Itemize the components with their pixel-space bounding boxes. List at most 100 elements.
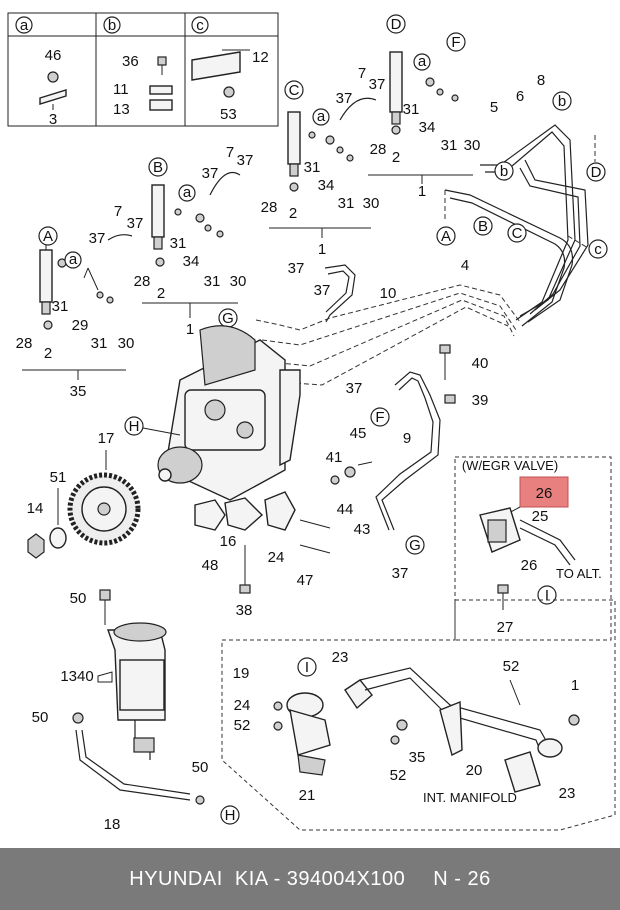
callout-40: 43 [354,521,371,538]
legend-b-part-11: 11 [113,81,129,98]
ref-marker-d-right: D [591,164,602,181]
ref-marker-h-left: H [129,418,140,435]
ref-marker-f-mid: F [375,409,384,426]
ref-marker-g-bottom: G [409,537,421,554]
footer-bar: HYUNDAI KIA - 394004X100 N - 26 [0,848,620,910]
callout-1-c: 1 [318,241,326,258]
timing-gear: 17 51 14 [27,430,141,559]
callout-30-c: 30 [363,195,380,212]
callout-28-a: 28 [16,335,33,352]
callout-17: 18 [104,816,121,833]
part-1340-label: 1340 [60,668,93,685]
callout-51-right: 52 [390,767,407,784]
callout-23: 24 [234,697,251,714]
callout-31-c: 31 [304,159,321,176]
callout-4: 4 [461,257,469,274]
legend-boxes: a b c 46 3 36 11 13 12 53 [7,12,279,128]
callout-1-b: 1 [186,321,194,338]
callout-8-c: 7 [358,65,366,82]
callout-35-a2: 37 [127,215,144,232]
legend-key-a: a [20,17,29,34]
callout-35-h1: 37 [288,260,305,277]
leak-off-hose-9: 37 9 G 37 F 40 39 [346,344,489,582]
callout-47-right: 50 [192,759,209,776]
callout-35-h2: 37 [314,282,331,299]
callout-15: 16 [220,533,237,550]
callout-38: 39 [472,392,489,409]
callout-24: 25 [532,508,549,525]
callout-29: 29 [72,317,89,334]
fuel-injection-pump: G H [124,308,301,501]
callout-51-left: 52 [234,717,251,734]
callout-42: 44 [337,501,354,518]
callout-1-d: 1 [418,183,426,200]
legend-c-part-53: 53 [220,106,237,123]
injector-group-b: B a 31 34 31 30 28 2 1 37 7 37 [134,144,254,338]
callout-35-9b: 37 [392,565,409,582]
callout-31-b2: 31 [204,273,221,290]
callout-35-9a: 37 [346,380,363,397]
callout-2-c: 2 [289,205,297,222]
callout-28-c: 28 [261,199,278,216]
to-alt-label: TO ALT. [556,566,602,581]
egr-box-title: (W/EGR VALVE) [462,458,558,473]
egr-pipe-box: I 19 23 24 52 21 52 1 35 52 20 23 INT. M… [221,599,616,831]
ref-marker-h-bottom: H [225,807,236,824]
callout-30-a: 30 [118,335,135,352]
callout-8-a: 7 [114,203,122,220]
ref-small-b-1: b [558,93,566,110]
ref-marker-c-mid: C [512,225,523,242]
ref-marker-f-top: F [451,34,460,51]
egr-valve-box: (W/EGR VALVE) 26 25 26 TO ALT. I 27 [454,456,612,641]
callout-30-d: 30 [464,137,481,154]
callout-19: 20 [466,762,483,779]
callout-31-b: 31 [170,235,187,252]
legend-c-part-12: 12 [252,49,269,66]
callout-30-b: 30 [230,273,247,290]
legend-key-c: c [196,17,204,34]
callout-35-b2: 37 [237,152,254,169]
callout-31-c2: 31 [338,195,355,212]
injector-group-a: A a 31 29 31 30 28 2 35 37 7 37 [16,203,144,400]
ref-marker-small-a2: a [183,184,192,201]
ref-marker-i-bottom: I [305,659,309,676]
ref-marker-d-top: D [391,16,402,33]
callout-28-b: 28 [134,273,151,290]
callout-2-a: 2 [44,345,52,362]
legend-key-b: b [108,17,116,34]
return-hose-10: 37 37 10 [255,260,521,386]
ref-marker-small-a1: a [69,251,78,268]
callout-28-d: 28 [370,141,387,158]
callout-45: 48 [202,557,219,574]
callout-22: 24 [268,549,285,566]
callout-14: 14 [27,500,44,517]
callout-26: 26 [536,485,553,502]
footer-ref: N - 26 [433,867,491,890]
callout-2-d: 2 [392,149,400,166]
callout-35-c: 37 [336,90,353,107]
legend-a-part-3: 3 [49,111,57,128]
callout-8-b: 7 [226,144,234,161]
callout-47-left: 50 [32,709,49,726]
high-pressure-pipes: 5 6 8 b b D c A B C 4 [436,72,608,327]
callout-35-b: 37 [202,165,219,182]
callout-18: 19 [233,665,250,682]
callout-31-d2: 31 [441,137,458,154]
parts-diagram: a b c 46 3 36 11 13 12 53 A a [7,12,616,833]
legend-a-part-46: 46 [45,47,62,64]
ref-small-b-2: b [500,163,508,180]
int-manifold-label: INT. MANIFOLD [423,790,517,805]
callout-39: 40 [472,355,489,372]
callout-2-b: 2 [157,285,165,302]
callout-33-b: 34 [183,253,200,270]
callout-27: 27 [497,619,514,636]
callout-6: 6 [516,88,524,105]
callout-43: 45 [350,425,367,442]
legend-b-part-36: 36 [122,53,139,70]
callout-33-c: 34 [318,177,335,194]
legend-b-part-13: 13 [113,101,130,118]
pump-mount-parts: 48 16 24 38 43 47 41 45 44 [194,425,373,619]
callout-5: 5 [490,99,498,116]
callout-32: 35 [70,383,87,400]
ref-marker-a-top: A [43,228,53,245]
